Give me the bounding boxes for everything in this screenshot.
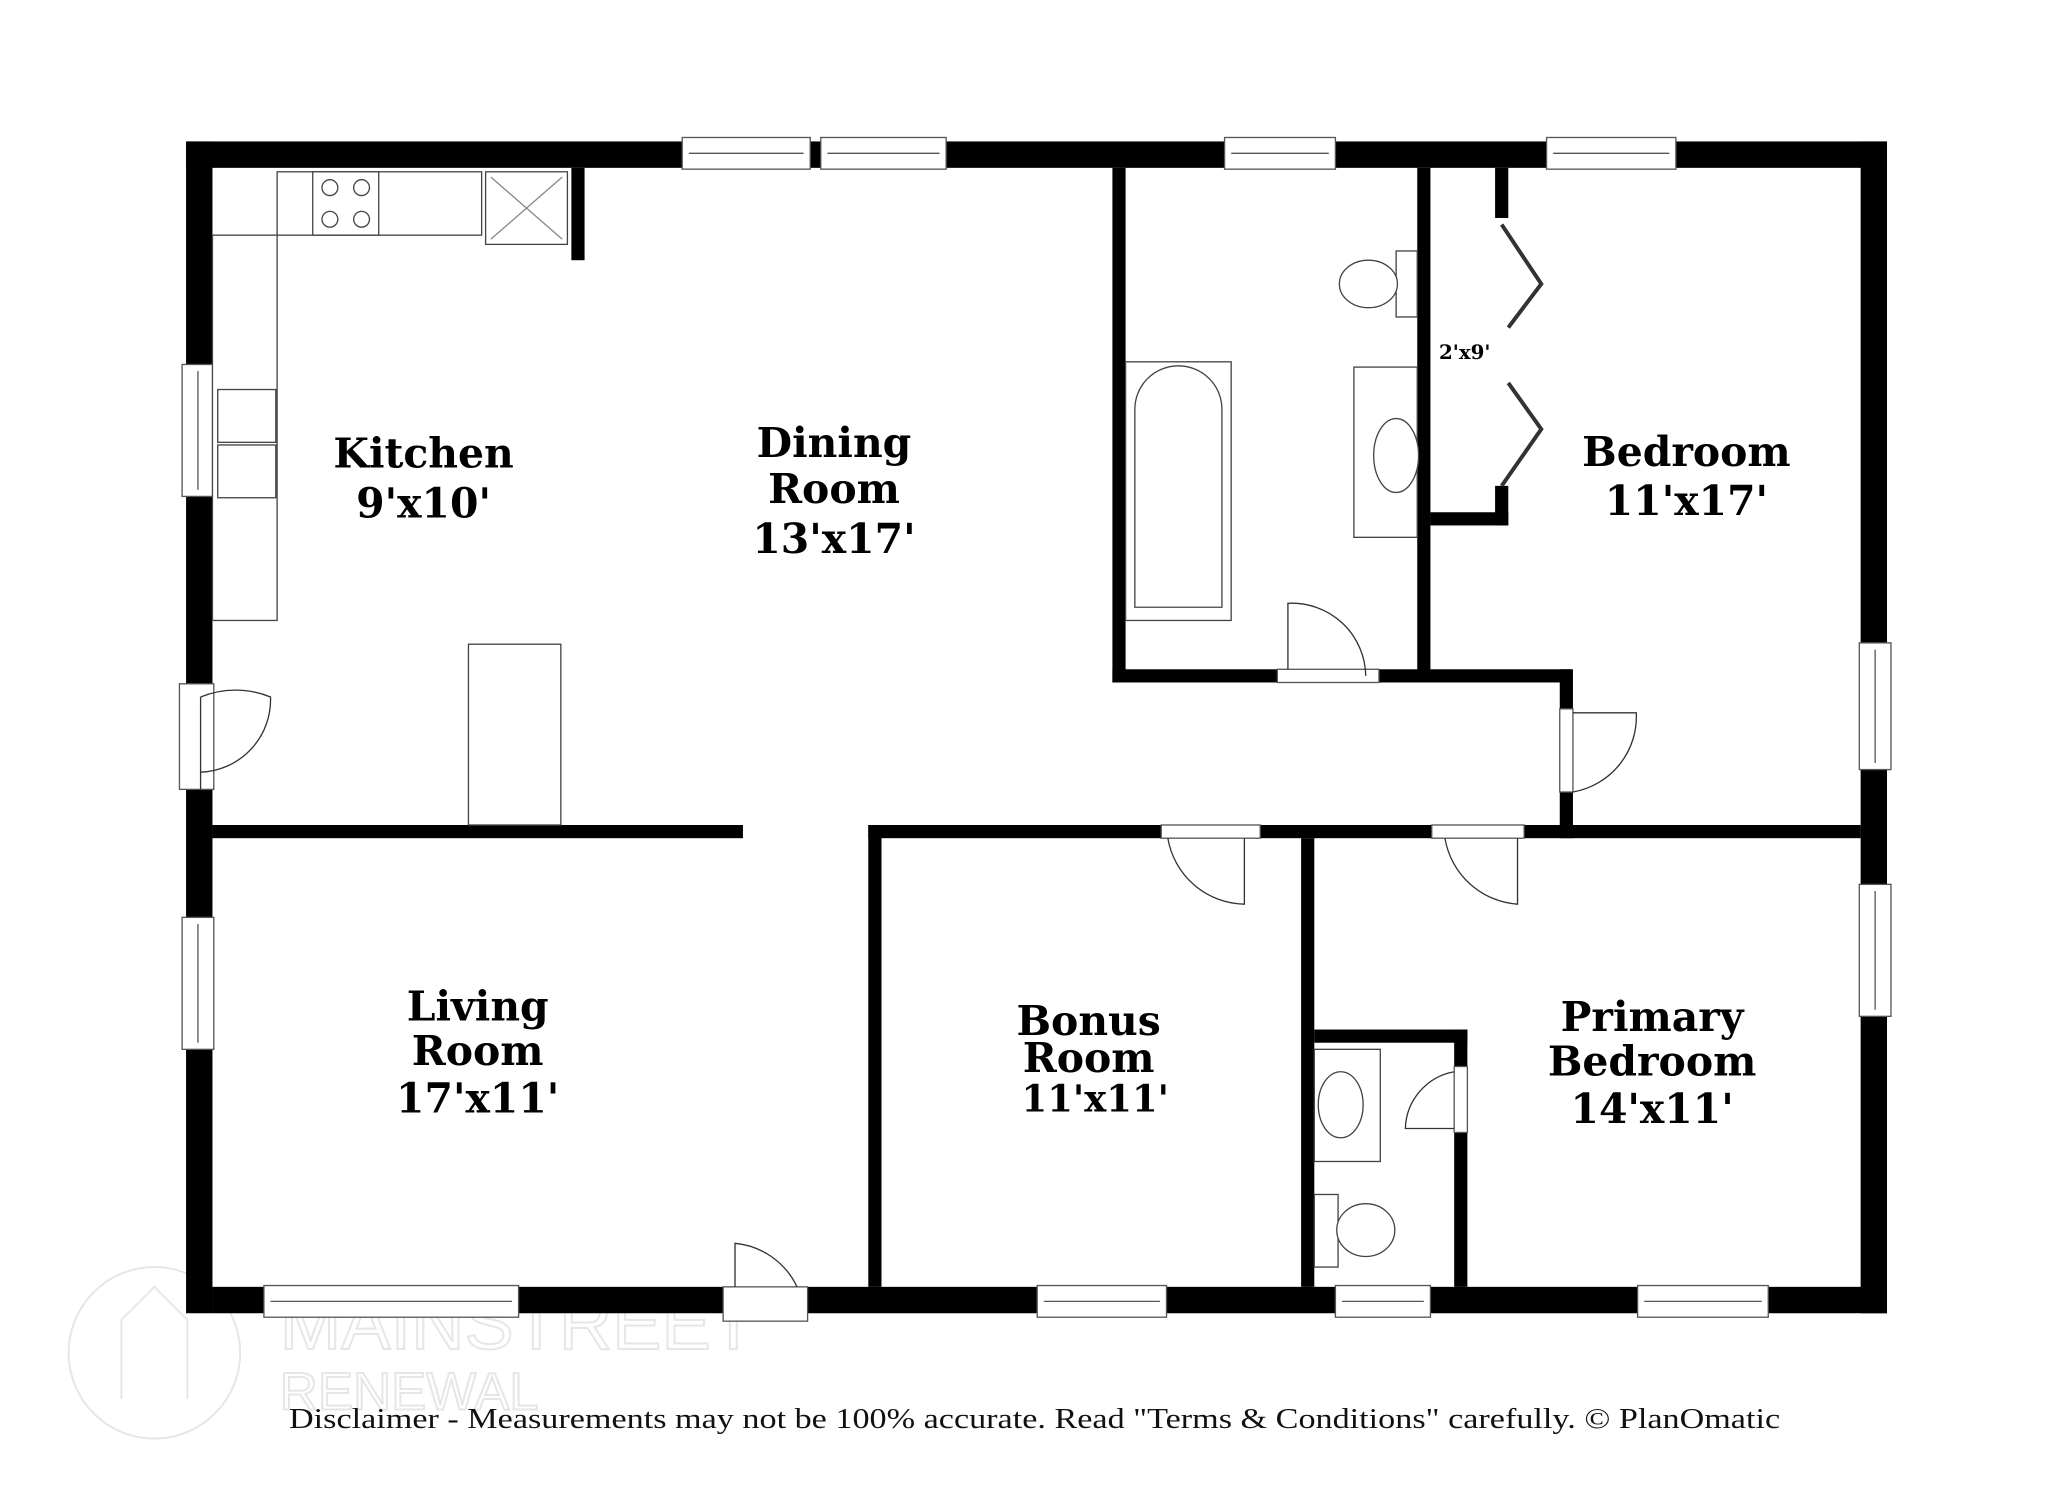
bonus-size: 11'x11': [1022, 1076, 1169, 1120]
dining-label-1: Dining: [757, 419, 912, 467]
living-label-1: Living: [407, 982, 549, 1030]
dining-size: 13'x17': [752, 515, 915, 563]
bonus-label-1: Bonus: [1016, 997, 1160, 1045]
kitchen-label: Kitchen: [333, 429, 513, 477]
watermark-text-2: RENEWAL: [280, 1363, 539, 1422]
sink-icon: [217, 388, 277, 443]
windows: [181, 136, 1892, 1318]
closet-size: 2'x9': [1439, 340, 1490, 364]
kitchen-size: 9'x10': [356, 480, 491, 528]
doors: [178, 223, 1637, 1322]
primary-size: 14'x11': [1571, 1085, 1734, 1133]
stove-icon: [312, 171, 380, 236]
toilet-icon: [1338, 259, 1399, 309]
bedroom-label: Bedroom: [1582, 428, 1791, 476]
walls: [186, 141, 1888, 1314]
living-size: 17'x11': [396, 1075, 559, 1123]
dining-label-2: Room: [768, 465, 900, 513]
bedroom-size: 11'x17': [1605, 477, 1768, 525]
bonus-label-2: Room: [1023, 1034, 1155, 1082]
room-labels: Kitchen 9'x10' Dining Room 13'x17' Bedro…: [333, 340, 1790, 1133]
island-icon: [467, 643, 562, 826]
primary-label-2: Bedroom: [1548, 1038, 1757, 1086]
primary-toilet-icon: [1336, 1203, 1396, 1258]
fixtures: [211, 171, 1420, 1268]
disclaimer-text: Disclaimer - Measurements may not be 100…: [289, 1403, 1780, 1435]
living-label-2: Room: [412, 1027, 544, 1075]
primary-label-1: Primary: [1561, 993, 1745, 1041]
